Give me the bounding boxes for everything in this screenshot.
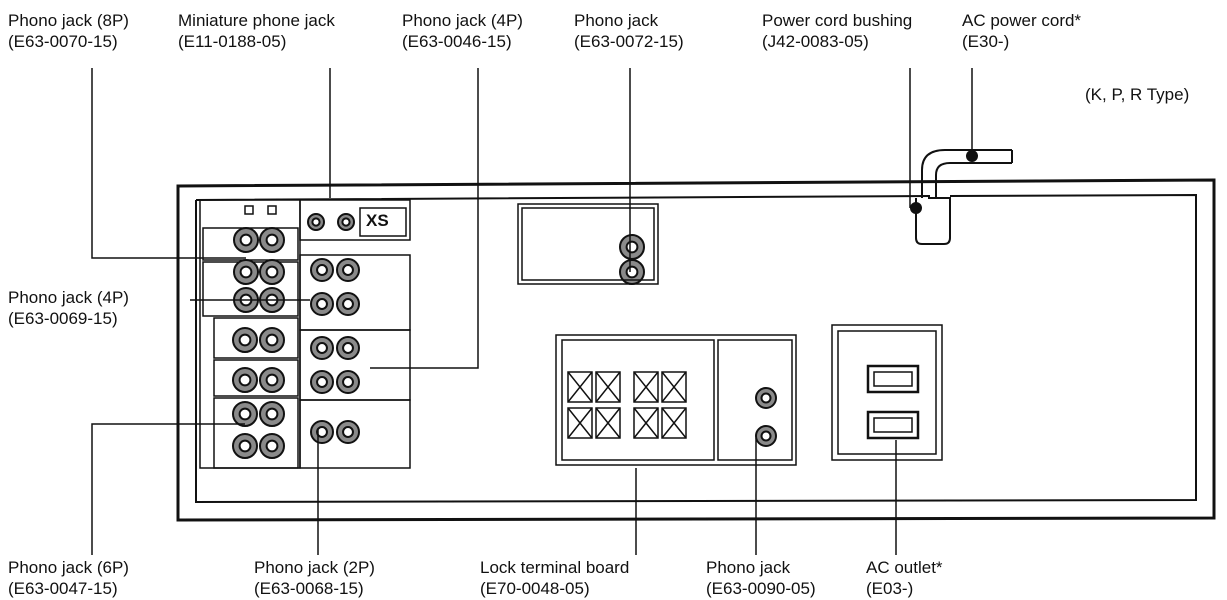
phono-jack-center xyxy=(265,265,279,279)
bushing-dot xyxy=(910,202,922,214)
phono-jack-center xyxy=(265,439,279,453)
callout-part-number: (E63-0090-05) xyxy=(706,579,816,598)
phono-jack-center xyxy=(239,233,253,247)
callout-part-number: (E03-) xyxy=(866,579,914,598)
callout-lock-terminal-board: Lock terminal board (E70-0048-05) xyxy=(480,557,629,599)
phono-jack-center xyxy=(342,264,354,276)
phono-plate-top xyxy=(517,203,659,285)
phono-jack-center xyxy=(265,233,279,247)
callout-ac-power-cord: AC power cord* (E30-) xyxy=(962,10,1081,52)
phono-jack-center xyxy=(760,430,772,442)
callout-part-number: (E70-0048-05) xyxy=(480,579,590,598)
callout-part-number: (E63-0047-15) xyxy=(8,579,118,598)
phono-jack-center xyxy=(625,265,639,279)
callout-name: Lock terminal board xyxy=(480,558,630,577)
phono-jack-center xyxy=(316,376,328,388)
speaker-terminal xyxy=(661,371,687,403)
speaker-terminal-cross xyxy=(633,407,659,439)
callout-part-number: (E63-0070-15) xyxy=(8,32,118,51)
phono-jack-center xyxy=(238,407,252,421)
callout-name: Miniature phone jack xyxy=(178,11,335,30)
phono-jack-center xyxy=(316,298,328,310)
speaker-terminal xyxy=(567,407,593,439)
speaker-terminal-cross xyxy=(595,407,621,439)
callout-name: (K, P, R Type) xyxy=(1085,85,1190,104)
phono-jack-center xyxy=(265,333,279,347)
speaker-terminal-cross xyxy=(567,407,593,439)
speaker-terminal xyxy=(595,371,621,403)
callout-name: Power cord bushing xyxy=(762,11,913,30)
speaker-terminal-cross xyxy=(567,371,593,403)
speaker-terminal xyxy=(633,371,659,403)
phono-jack-center xyxy=(760,392,772,404)
phono-jack-center xyxy=(341,217,351,227)
phono-jack-center xyxy=(342,426,354,438)
ac-cord-dot xyxy=(966,150,978,162)
speaker-terminal xyxy=(567,371,593,403)
xs-logo-box xyxy=(359,207,407,237)
phono-jack-center xyxy=(239,265,253,279)
speaker-terminal xyxy=(633,407,659,439)
callout-name: Phono jack (8P) xyxy=(8,11,129,30)
callout-part-number: (E63-0068-15) xyxy=(254,579,364,598)
callout-name: Phono jack (4P) xyxy=(402,11,523,30)
phono-jack-center xyxy=(342,376,354,388)
speaker-terminal xyxy=(595,407,621,439)
callout-name: AC outlet* xyxy=(866,558,943,577)
callout-phono-jack-0090: Phono jack (E63-0090-05) xyxy=(706,557,816,599)
phono-jack-center xyxy=(311,217,321,227)
phono-jack-center xyxy=(238,439,252,453)
speaker-terminal-cross xyxy=(661,407,687,439)
callout-part-number: (J42-0083-05) xyxy=(762,32,869,51)
phono-jack-center xyxy=(342,342,354,354)
phono-jack-center xyxy=(316,264,328,276)
callout-part-number: (E63-0072-15) xyxy=(574,32,684,51)
callout-part-number: (E63-0046-15) xyxy=(402,32,512,51)
phono-jack-center xyxy=(238,373,252,387)
jacks xyxy=(232,213,777,459)
callout-part-number: (E63-0069-15) xyxy=(8,309,118,328)
phono-jack-center xyxy=(238,333,252,347)
callout-phono-4p-top: Phono jack (4P) (E63-0046-15) xyxy=(402,10,523,52)
power-cord xyxy=(915,149,1013,245)
callout-name: Phono jack (4P) xyxy=(8,288,129,307)
callout-part-number: (E30-) xyxy=(962,32,1010,51)
callout-name: Phono jack xyxy=(706,558,791,577)
speaker-terminal xyxy=(661,407,687,439)
callout-part-number: (E11-0188-05) xyxy=(178,32,287,51)
ac-outlet-plate xyxy=(831,324,943,461)
phono-jack-center xyxy=(342,298,354,310)
speaker-terminal-cross xyxy=(661,371,687,403)
callout-miniature-phone-jack: Miniature phone jack (E11-0188-05) xyxy=(178,10,335,52)
phono-jack-center xyxy=(265,407,279,421)
callout-phono-6p: Phono jack (6P) (E63-0047-15) xyxy=(8,557,129,599)
callout-name: Phono jack xyxy=(574,11,659,30)
speaker-terminal-cross xyxy=(595,371,621,403)
phono-jack-center xyxy=(265,373,279,387)
speaker-terminal-cross xyxy=(633,371,659,403)
callout-ac-outlet: AC outlet* (E03-) xyxy=(866,557,943,599)
callout-power-cord-bushing: Power cord bushing (J42-0083-05) xyxy=(762,10,912,52)
av-jack-block xyxy=(199,199,411,469)
callout-name: Phono jack (6P) xyxy=(8,558,129,577)
phono-jack-center xyxy=(625,240,639,254)
speaker-terminal-board xyxy=(555,334,797,466)
phono-jack-center xyxy=(316,342,328,354)
callout-name: Phono jack (2P) xyxy=(254,558,375,577)
phono-jack-center xyxy=(316,426,328,438)
xs-logo: XS xyxy=(366,211,389,230)
callout-phono-8p: Phono jack (8P) (E63-0070-15) xyxy=(8,10,129,52)
callout-phono-4p-left: Phono jack (4P) (E63-0069-15) xyxy=(8,287,129,329)
callout-phono-jack-0072: Phono jack (E63-0072-15) xyxy=(574,10,684,52)
callout-phono-2p: Phono jack (2P) (E63-0068-15) xyxy=(254,557,375,599)
leader-lines xyxy=(91,68,973,555)
callout-type-note: (K, P, R Type) xyxy=(1085,84,1189,105)
callout-name: AC power cord* xyxy=(962,11,1082,30)
